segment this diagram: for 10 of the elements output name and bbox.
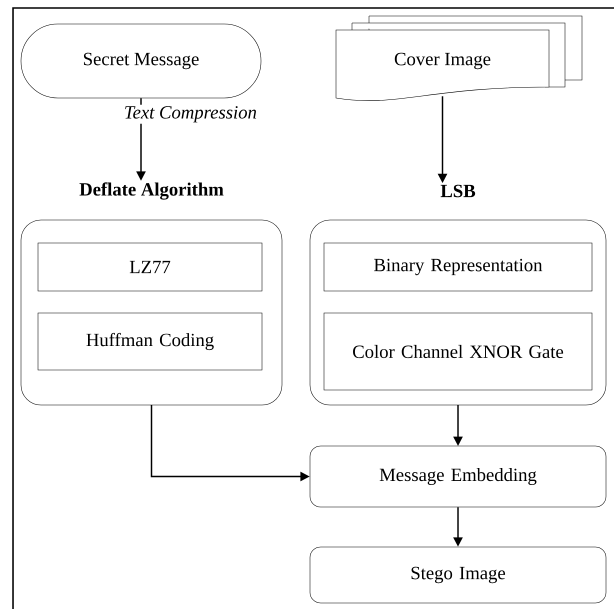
process-box: Message Embedding	[310, 446, 606, 508]
process-box: LZ77	[38, 242, 262, 292]
document-stack: Cover Image	[336, 16, 582, 101]
node-label: LSB	[440, 184, 476, 198]
process-box: Huffman Coding	[38, 312, 262, 370]
process-box: Color Channel XNOR Gate	[324, 312, 592, 390]
process-box: Stego Image	[310, 546, 606, 604]
process-box: Binary Representation	[324, 242, 592, 292]
edge-label: Text Compression	[122, 104, 258, 124]
node-label: Deflate Algorithm	[80, 182, 224, 200]
